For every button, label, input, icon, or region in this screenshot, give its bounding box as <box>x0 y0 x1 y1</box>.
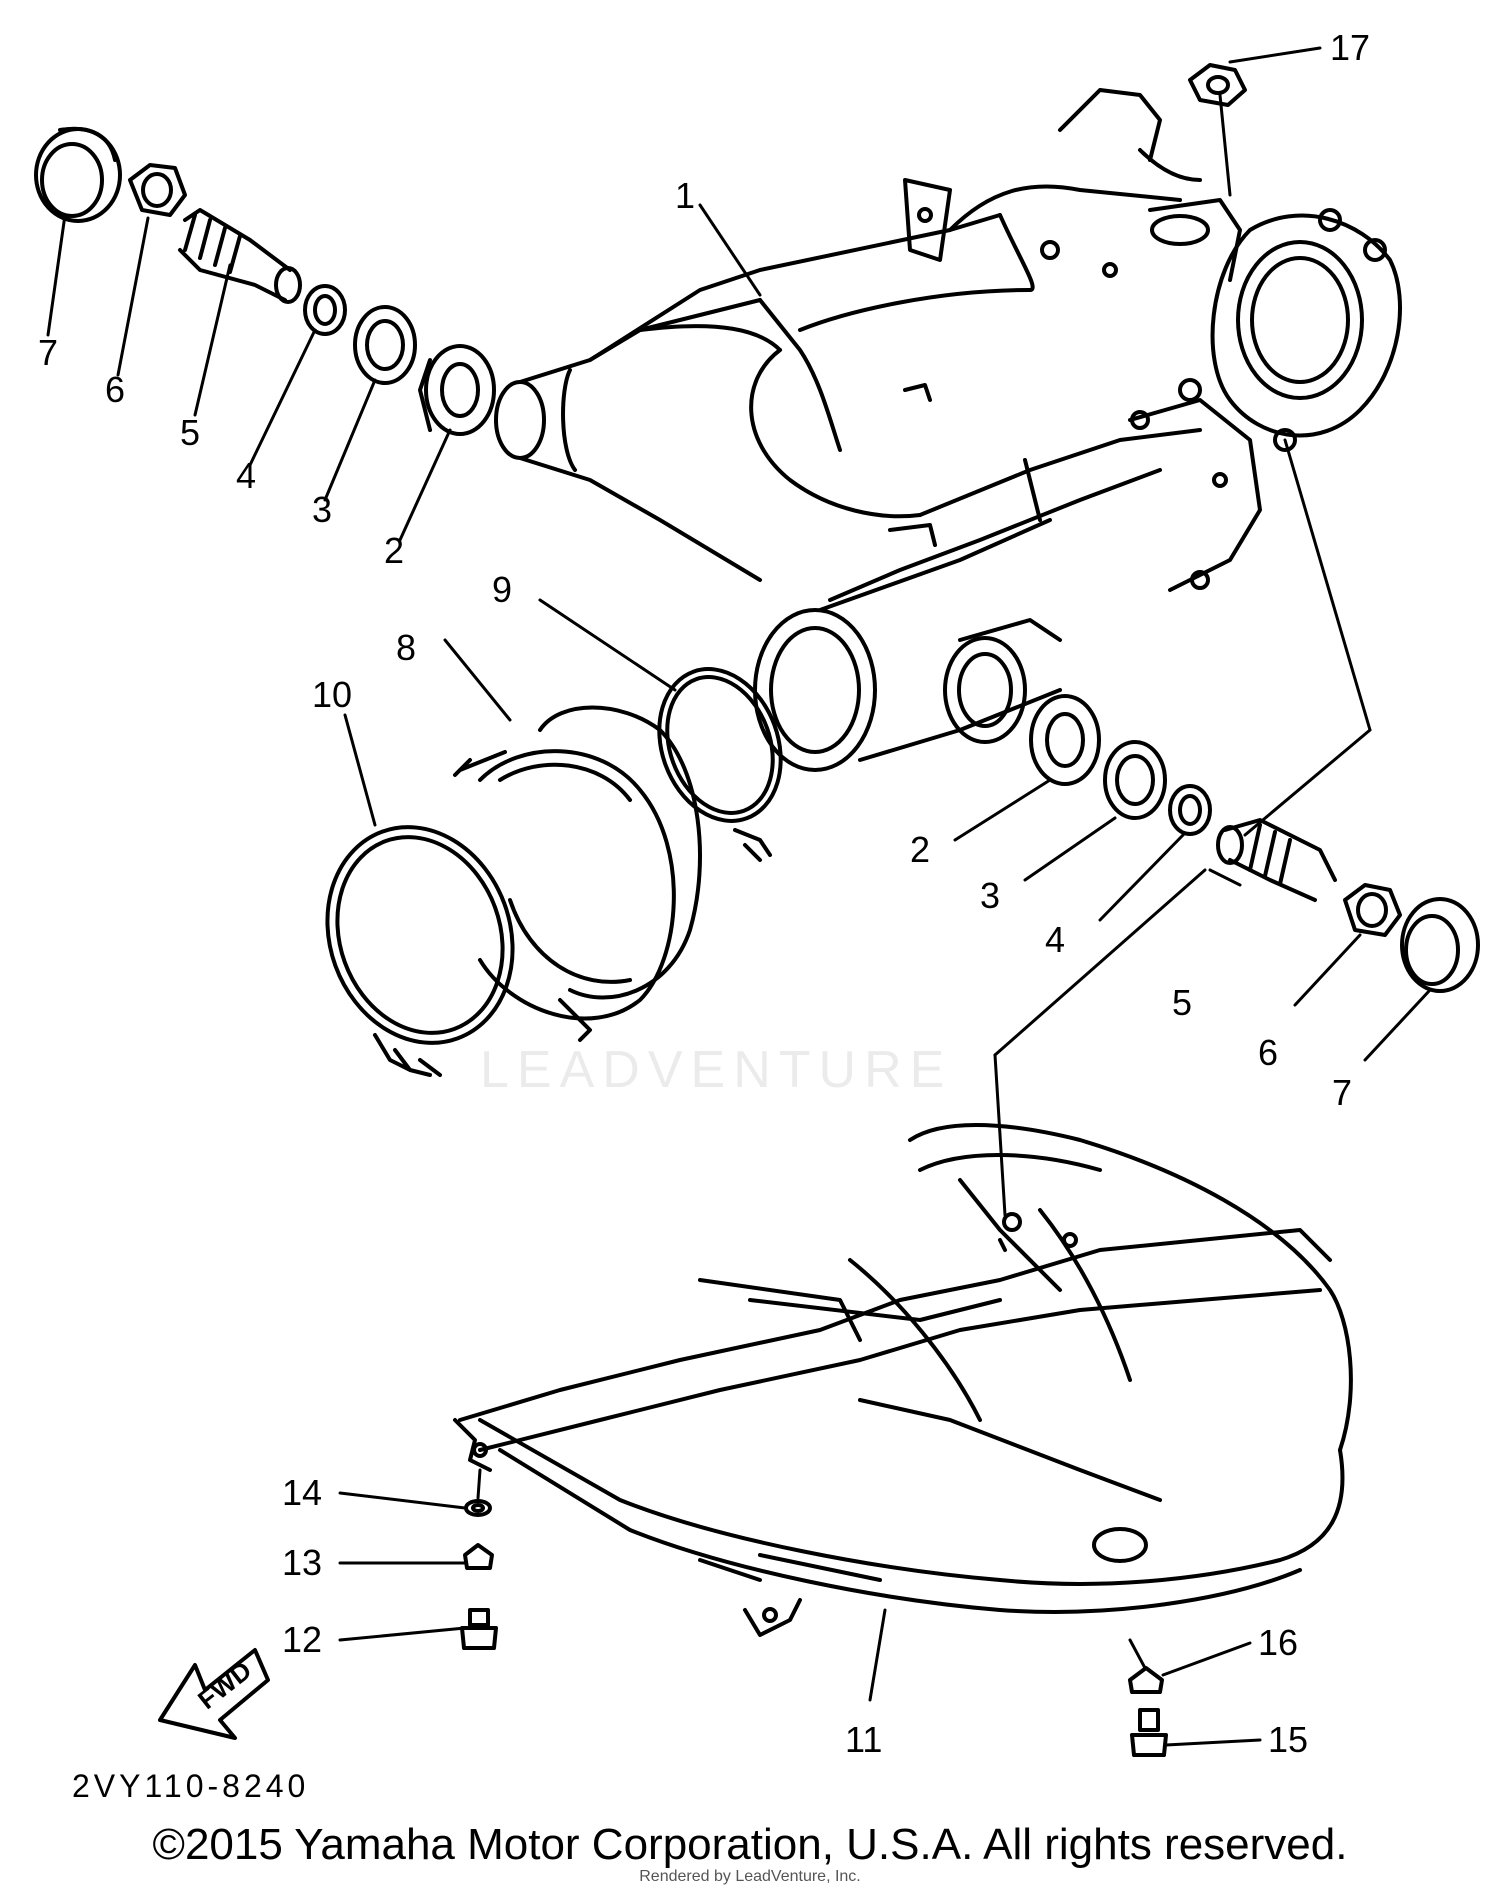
callout-16: 16 <box>1258 1622 1299 1663</box>
right-bearing-stack <box>1029 694 1480 993</box>
callout-10: 10 <box>312 674 353 715</box>
callout-12: 12 <box>282 1619 323 1660</box>
callout-14: 14 <box>282 1472 323 1513</box>
callout-6-right: 6 <box>1258 1032 1279 1073</box>
guard <box>453 1123 1353 1637</box>
callout-17: 17 <box>1330 27 1371 68</box>
callout-5-right: 5 <box>1172 982 1193 1023</box>
callout-4-left: 4 <box>236 455 257 496</box>
swingarm <box>494 63 1402 772</box>
callout-5-left: 5 <box>180 412 201 453</box>
callout-2-left: 2 <box>384 530 405 571</box>
fwd-arrow <box>158 1648 270 1740</box>
callout-13: 13 <box>282 1542 323 1583</box>
callout-3-left: 3 <box>312 489 333 530</box>
callout-4-right: 4 <box>1045 919 1066 960</box>
callout-8: 8 <box>396 627 417 668</box>
hardware <box>460 1499 1168 1757</box>
callout-2-right: 2 <box>910 829 931 870</box>
callout-7-left: 7 <box>38 332 59 373</box>
copyright-notice: ©2015 Yamaha Motor Corporation, U.S.A. A… <box>152 1820 1348 1869</box>
rendered-by-notice: Rendered by LeadVenture, Inc. <box>639 1868 861 1885</box>
callout-9: 9 <box>492 569 513 610</box>
callout-6-left: 6 <box>105 369 126 410</box>
left-bearing-stack <box>34 126 496 436</box>
leader-lines <box>46 46 1432 1747</box>
watermark: LEADVENTURE <box>480 1041 953 1099</box>
callout-7-right: 7 <box>1332 1072 1353 1113</box>
callout-1: 1 <box>675 175 696 216</box>
diagram-code: 2VY110-8240 <box>72 1768 310 1804</box>
boot-and-clamps <box>325 667 783 1077</box>
callout-11: 11 <box>845 1719 883 1760</box>
callout-3-right: 3 <box>980 875 1001 916</box>
callout-15: 15 <box>1268 1719 1309 1760</box>
